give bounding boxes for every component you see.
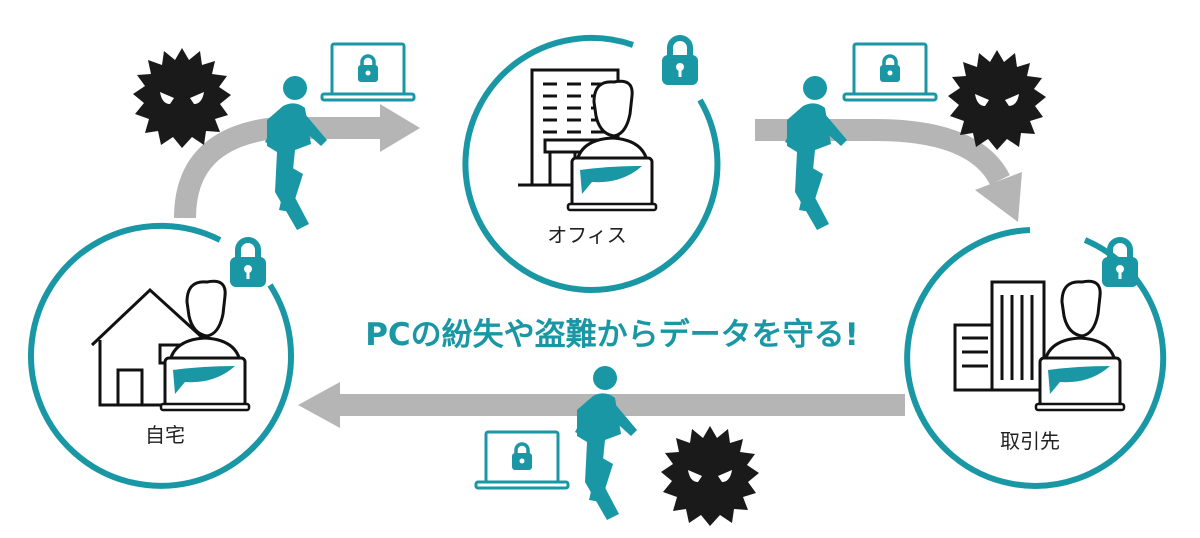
arrow-home-to-office: [174, 117, 385, 219]
city-buildings-icon: [953, 280, 1046, 392]
arrow-head: [975, 172, 1022, 222]
lock-icon: [230, 240, 266, 287]
walking-person-icon: [575, 366, 637, 520]
arrow-office-to-client: [755, 119, 1010, 186]
virus-icon: [661, 426, 759, 526]
virus-icon: [133, 48, 231, 148]
walking-person-icon: [785, 76, 847, 230]
laptop-lock-icon: [842, 42, 938, 102]
walking-person-icon: [265, 76, 327, 230]
office-label: オフィス: [547, 223, 627, 247]
arrow-head: [298, 382, 340, 428]
headline: PCの紛失や盗難からデータを守る!: [365, 317, 859, 353]
lock-icon: [1102, 240, 1138, 287]
laptop-lock-icon: [474, 430, 570, 490]
home-circle: [27, 222, 294, 489]
home-label: 自宅: [145, 423, 185, 447]
arrow-head: [380, 104, 420, 152]
laptop-lock-icon: [320, 42, 416, 102]
lock-icon: [662, 38, 698, 85]
office-circle: [462, 35, 721, 293]
client-label: 取引先: [1000, 429, 1060, 453]
worker-laptop-icon: [1034, 279, 1126, 412]
client-circle: [904, 227, 1167, 489]
